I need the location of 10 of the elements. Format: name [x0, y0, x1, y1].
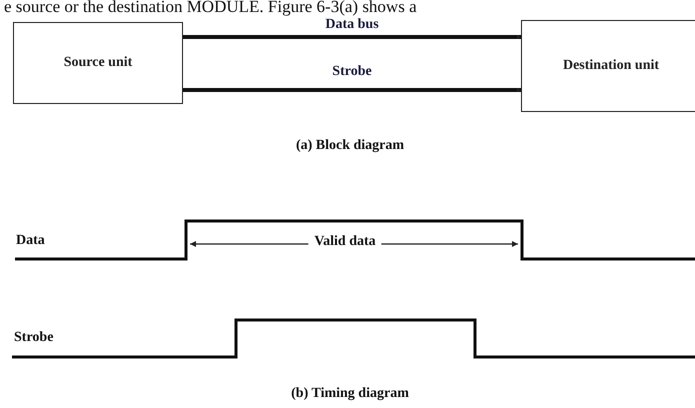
figure-caption: (a) Block diagram	[296, 138, 404, 154]
edge-label: Data bus	[325, 17, 379, 33]
edge-label: Strobe	[332, 64, 372, 80]
bus-line	[183, 35, 521, 39]
bus-line	[183, 88, 521, 92]
unit-box	[521, 20, 695, 112]
figure-caption: (b) Timing diagram	[291, 386, 409, 402]
unit-box	[13, 22, 183, 104]
unit-label: Destination unit	[562, 58, 660, 74]
unit-label: Source unit	[64, 55, 132, 71]
